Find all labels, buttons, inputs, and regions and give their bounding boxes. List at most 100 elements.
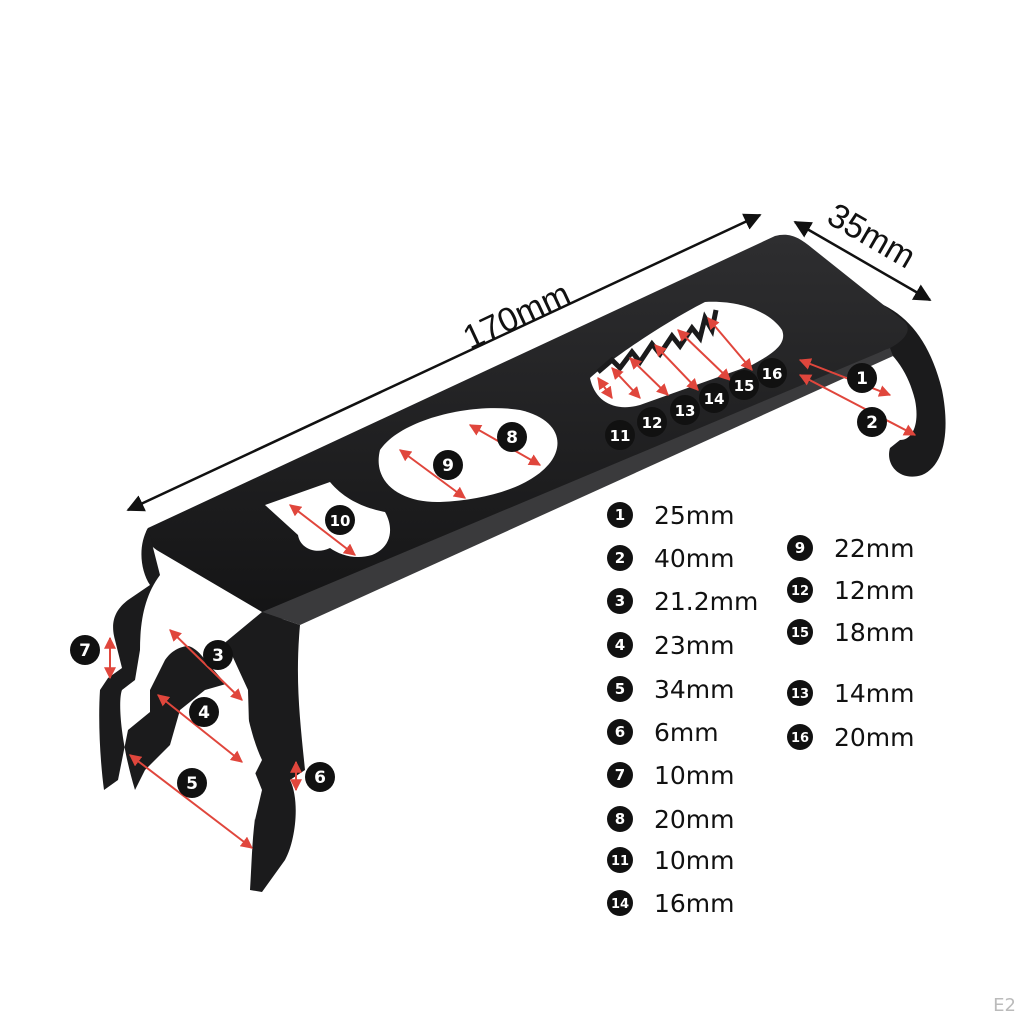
badge-number: 2 <box>866 413 878 433</box>
badge-13: 13 <box>670 395 700 425</box>
badge-circle <box>189 697 219 727</box>
badge-10: 10 <box>325 505 355 535</box>
legend-badge <box>787 535 813 561</box>
badge-circle <box>670 395 700 425</box>
legend-item-14: 14 16mm <box>607 889 735 918</box>
badge-6: 6 <box>305 762 335 792</box>
arrow-5 <box>129 754 253 849</box>
width-label: 35mm <box>821 196 922 276</box>
legend-value: 22mm <box>834 534 915 563</box>
legend-value: 12mm <box>834 576 915 605</box>
badge-number: 12 <box>642 414 663 432</box>
legend-badge <box>787 724 813 750</box>
legend-item-15: 15 18mm <box>787 618 915 647</box>
legend-badge <box>607 545 633 571</box>
length-arrow <box>126 213 762 512</box>
legend-item-9: 9 22mm <box>787 534 915 563</box>
legend-badge <box>607 502 633 528</box>
badge-11: 11 <box>605 420 635 450</box>
badge-14: 14 <box>699 383 729 413</box>
badge-number: 5 <box>186 774 198 794</box>
badge-2: 2 <box>857 407 887 437</box>
legend-value: 16mm <box>654 889 735 918</box>
legend-number: 13 <box>791 687 809 702</box>
badge-number: 16 <box>762 365 783 383</box>
legend-item-4: 4 23mm <box>607 631 735 660</box>
legend-number: 1 <box>615 506 625 524</box>
legend-value: 10mm <box>654 761 735 790</box>
left-leg <box>99 528 305 892</box>
legend-item-5: 5 34mm <box>607 675 735 704</box>
legend-number: 4 <box>615 636 625 654</box>
badge-1: 1 <box>847 363 877 393</box>
legend-value: 34mm <box>654 675 735 704</box>
legend-value: 23mm <box>654 631 735 660</box>
legend-badge <box>607 588 633 614</box>
legend-number: 7 <box>615 766 625 784</box>
badge-circle <box>305 762 335 792</box>
arrow-2 <box>798 374 917 436</box>
legend-item-2: 2 40mm <box>607 544 735 573</box>
legend-value: 18mm <box>834 618 915 647</box>
badge-7: 7 <box>70 635 100 665</box>
badge-3: 3 <box>203 640 233 670</box>
badge-circle <box>325 505 355 535</box>
legend-badge <box>607 719 633 745</box>
legend-number: 9 <box>795 539 805 557</box>
badge-15: 15 <box>729 370 759 400</box>
legend-item-8: 8 20mm <box>607 805 735 834</box>
legend-value: 40mm <box>654 544 735 573</box>
badge-4: 4 <box>189 697 219 727</box>
badge-number: 4 <box>198 703 210 723</box>
legend-number: 12 <box>791 584 809 599</box>
arrow-14 <box>654 344 699 391</box>
legend-badge <box>607 632 633 658</box>
legend-badge <box>787 680 813 706</box>
legend-number: 14 <box>611 897 629 912</box>
legend-item-13: 13 14mm <box>787 679 915 708</box>
legend-number: 5 <box>615 680 625 698</box>
badge-circle <box>203 640 233 670</box>
legend-number: 11 <box>611 854 629 869</box>
legend-number: 15 <box>791 626 809 641</box>
badge-circle <box>857 407 887 437</box>
badge-number: 1 <box>856 369 868 389</box>
legend-badge <box>607 890 633 916</box>
legend-badge <box>607 676 633 702</box>
badge-12: 12 <box>637 407 667 437</box>
legend-number: 16 <box>791 731 809 746</box>
badge-number: 14 <box>704 390 725 408</box>
legend-number: 2 <box>615 549 625 567</box>
badge-circle <box>177 768 207 798</box>
badge-number: 9 <box>442 456 454 476</box>
legend-badge <box>607 847 633 873</box>
badge-5: 5 <box>177 768 207 798</box>
legend-number: 6 <box>615 723 625 741</box>
badge-number: 10 <box>330 512 351 530</box>
badge-number: 7 <box>79 641 91 661</box>
badge-circle <box>699 383 729 413</box>
legend-badge <box>787 577 813 603</box>
legend-value: 14mm <box>834 679 915 708</box>
badge-number: 13 <box>675 402 696 420</box>
badge-number: 11 <box>610 427 631 445</box>
legend-value: 6mm <box>654 718 719 747</box>
legend-value: 20mm <box>654 805 735 834</box>
legend-number: 8 <box>615 810 625 828</box>
badge-9: 9 <box>433 450 463 480</box>
arrow-4 <box>157 694 243 763</box>
badge-circle <box>729 370 759 400</box>
arrow-16 <box>707 317 753 371</box>
legend-badge <box>607 806 633 832</box>
arrow-10 <box>289 504 356 556</box>
badge-circle <box>605 420 635 450</box>
badge-circle <box>497 422 527 452</box>
badge-8: 8 <box>497 422 527 452</box>
